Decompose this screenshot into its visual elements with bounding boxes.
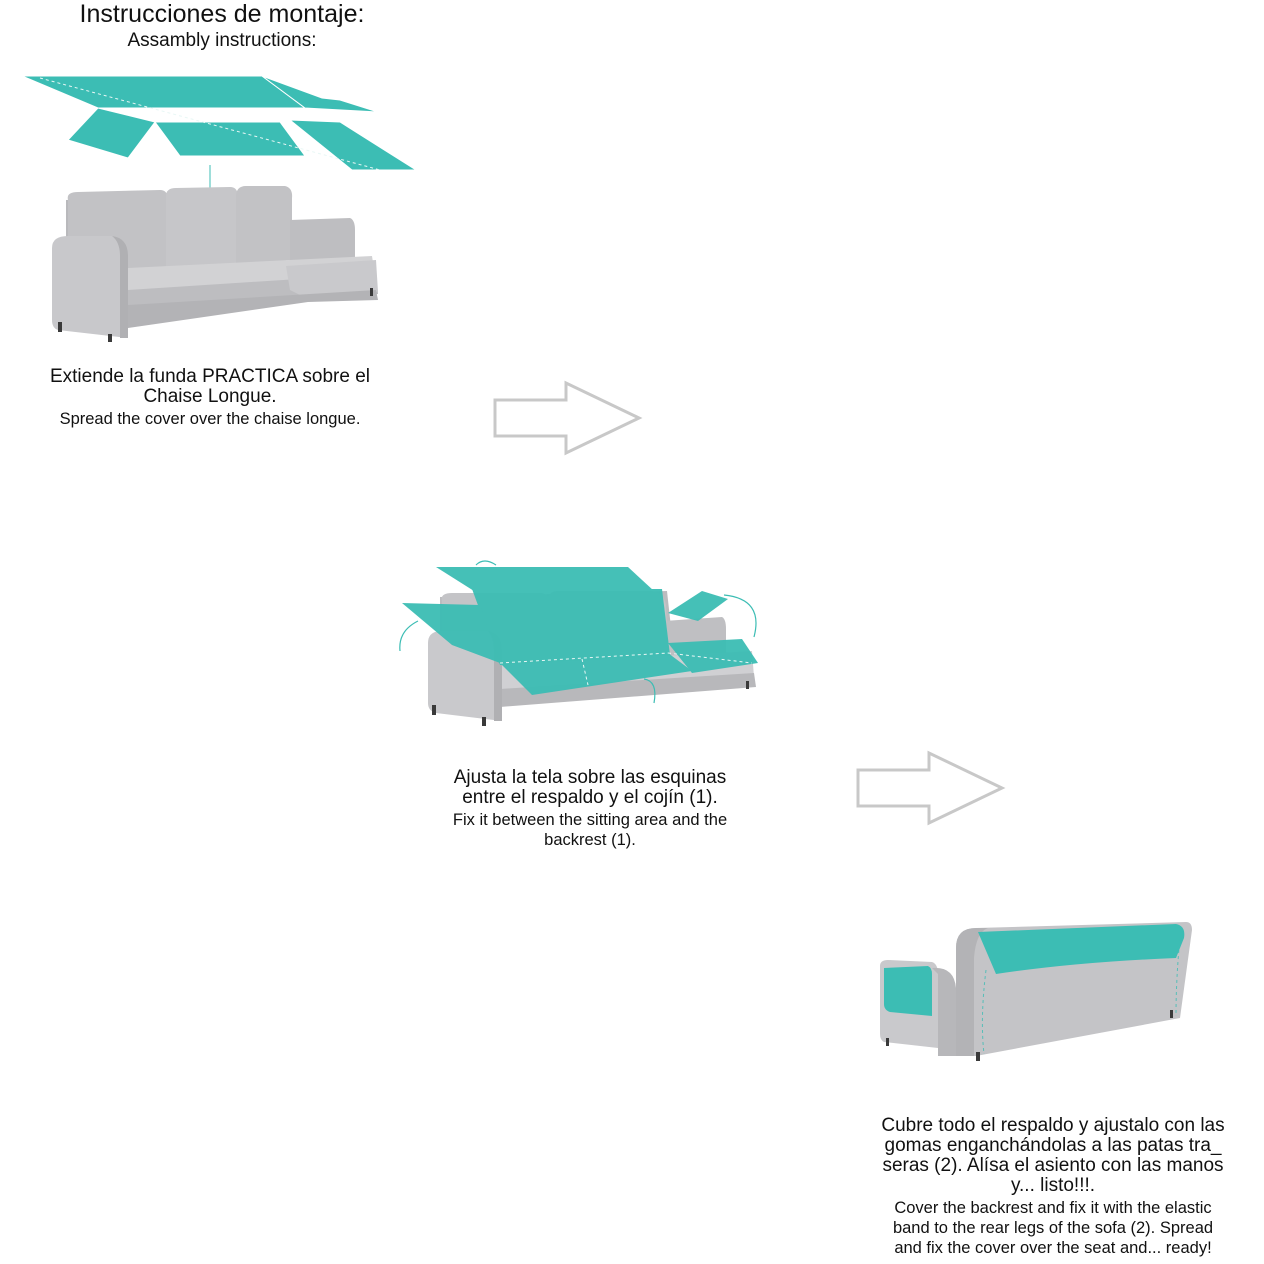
step2-caption: Ajusta la tela sobre las esquinas entre … [390, 768, 790, 850]
step1-illustration [21, 75, 418, 342]
next-step-arrow-2 [856, 750, 1006, 826]
step2-illustration [399, 560, 758, 726]
step2-english-text: Fix it between the sitting area and the … [452, 811, 728, 849]
cover-sheet-fitting [402, 567, 758, 695]
step1-english-text: Spread the cover over the chaise longue. [59, 410, 361, 428]
fold-arrows [399, 560, 757, 704]
step3-spanish-text: Cubre todo el respaldo y ajustalo con la… [881, 1115, 1225, 1196]
step3-illustration [880, 922, 1192, 1061]
step3-english-text: Cover the backrest and fix it with the e… [892, 1199, 1214, 1257]
step3-caption: Cubre todo el respaldo y ajustalo con la… [842, 1116, 1264, 1258]
step1-caption: Extiende la funda PRACTICA sobre el Chai… [10, 367, 410, 429]
page-title: Instrucciones de montaje: [79, 0, 365, 28]
cover-sheet-flat [21, 75, 418, 171]
next-step-arrow-1 [493, 380, 643, 456]
cover-over-backrest [884, 924, 1185, 1016]
step1-spanish-text: Extiende la funda PRACTICA sobre el Chai… [49, 366, 370, 407]
page-subtitle: Assambly instructions: [127, 30, 317, 51]
step2-spanish-text: Ajusta la tela sobre las esquinas entre … [453, 767, 727, 808]
sofa-chaise [52, 186, 378, 342]
